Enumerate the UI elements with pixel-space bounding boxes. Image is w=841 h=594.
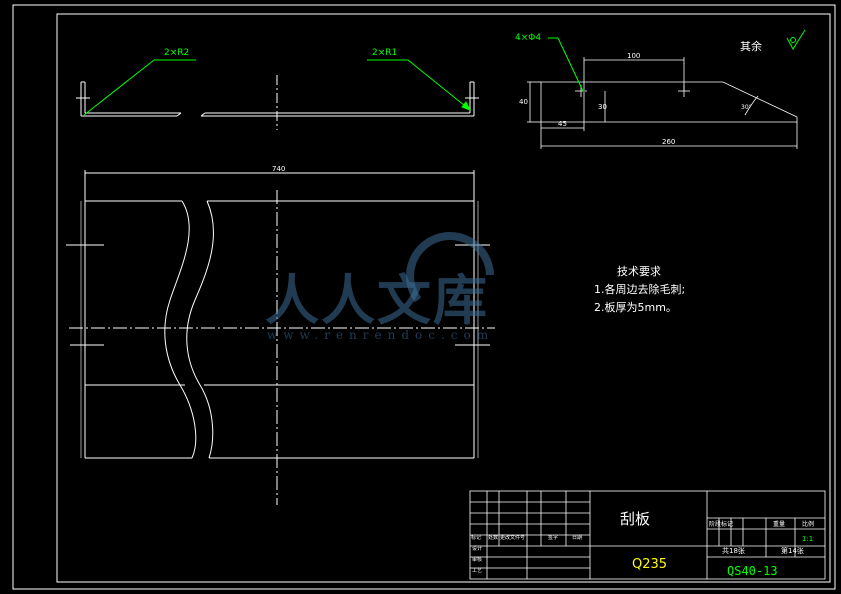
hole-leader — [548, 37, 584, 92]
dim-260: 260 — [662, 138, 675, 146]
row-process: 工艺 — [472, 568, 482, 574]
side-view — [76, 75, 479, 130]
outer-border — [12, 4, 836, 590]
radius-r1-label: 2×R1 — [372, 48, 397, 58]
row-design: 设计 — [472, 545, 482, 552]
note-item-2: 2.板厚为5mm。 — [594, 300, 677, 314]
dim-40: 40 — [519, 98, 528, 106]
col-weight: 重量 — [773, 520, 785, 528]
holes-label: 4×Φ4 — [515, 33, 541, 43]
note-item-1: 1.各周边去除毛刺; — [594, 282, 685, 296]
watermark-logo-icon — [406, 232, 494, 303]
roughness-symbol-icon — [786, 29, 806, 50]
col-scale: 比例 — [802, 520, 814, 528]
material: Q235 — [632, 557, 667, 572]
drawing-number: QS40-13 — [727, 564, 778, 578]
row-mark: 标记 — [471, 534, 481, 541]
sheet-total: 共18张 — [722, 546, 745, 555]
detail-view — [527, 57, 798, 149]
dim-30: 30 — [598, 103, 607, 111]
row-count: 处数 — [488, 534, 498, 541]
sheet-number: 第14张 — [781, 546, 804, 555]
notes-title: 技术要求 — [617, 265, 661, 278]
inner-border — [56, 13, 831, 583]
part-name: 刮板 — [620, 510, 650, 528]
row-date: 日期 — [572, 535, 582, 541]
row-check: 审核 — [472, 556, 482, 563]
row-sign: 签字 — [548, 534, 558, 541]
row-doc: 更改文件号 — [500, 534, 525, 541]
dim-45: 45 — [558, 120, 567, 128]
plan-view — [66, 170, 495, 505]
dim-740: 740 — [272, 165, 285, 173]
scale-value: 1:1 — [802, 535, 813, 543]
dim-100: 100 — [627, 52, 640, 60]
radius-leaders — [83, 59, 472, 116]
dim-angle: 30° — [741, 104, 752, 111]
col-stage: 阶段标记 — [709, 520, 733, 528]
title-block — [469, 490, 826, 580]
radius-r2-label: 2×R2 — [164, 48, 189, 58]
finish-label: 其余 — [740, 39, 762, 53]
